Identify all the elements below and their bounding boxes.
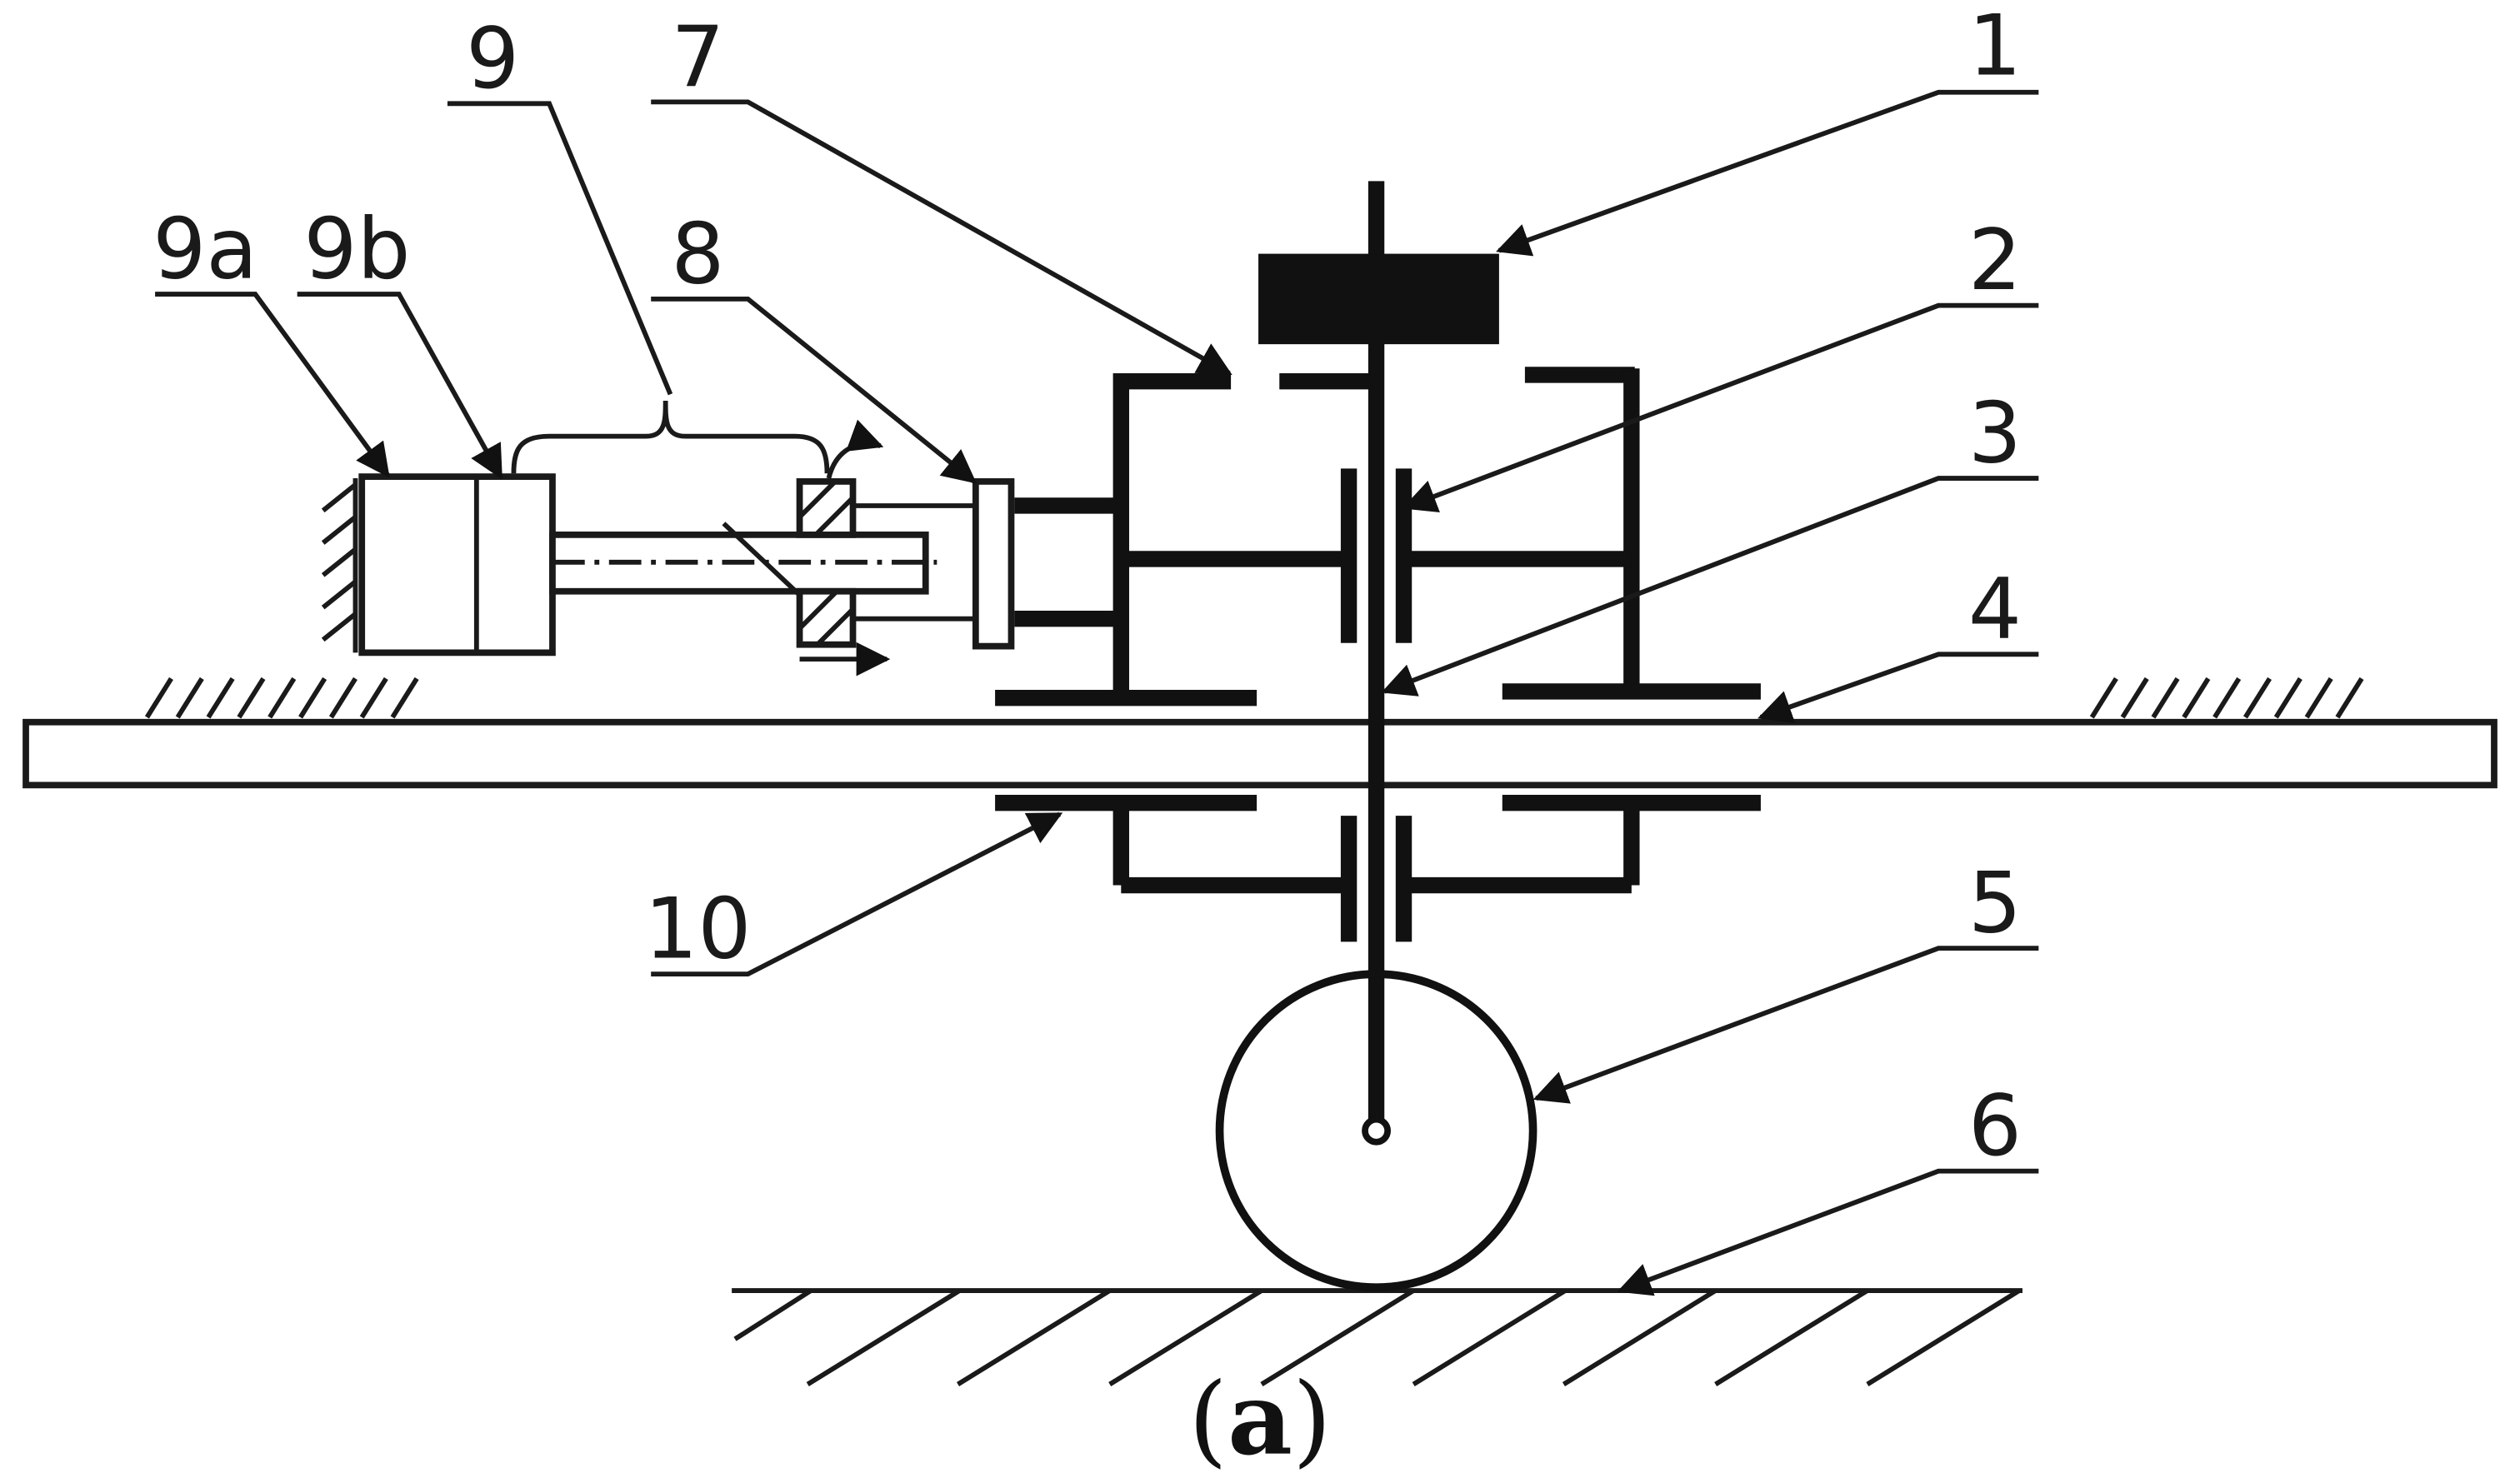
label-7: 7 — [671, 7, 724, 106]
frame-hatch-right — [2089, 677, 2364, 719]
label-8: 8 — [671, 204, 724, 302]
label-9b: 9b — [303, 200, 410, 298]
label-10: 10 — [644, 880, 751, 978]
label-9: 9 — [466, 9, 519, 107]
label-1: 1 — [1968, 0, 2022, 94]
wall-hatch — [321, 478, 358, 653]
actuator-assembly — [321, 400, 1015, 677]
ground-surface — [732, 1288, 2022, 1386]
label-6: 6 — [1968, 1076, 2022, 1175]
label-5: 5 — [1968, 854, 2022, 952]
label-3: 3 — [1968, 384, 2022, 482]
label-2: 2 — [1968, 211, 2022, 309]
coupling-plate — [972, 478, 1015, 650]
frame-hatch-left — [144, 677, 419, 719]
vehicle-frame-beam — [22, 718, 2498, 789]
actuator-brace — [511, 400, 830, 474]
callout-labels: 1 2 3 4 5 6 7 8 9 9a 9b 10 — [152, 0, 2022, 1175]
figure-caption: (a) — [1188, 1361, 1332, 1478]
leader-lines — [155, 89, 2039, 1296]
lower-housing — [995, 794, 1761, 942]
label-4: 4 — [1968, 560, 2022, 658]
sprung-mass-block — [1258, 253, 1499, 345]
actuator-motor-body — [358, 473, 556, 657]
wheel — [1215, 970, 1538, 1292]
label-9a: 9a — [152, 200, 258, 298]
